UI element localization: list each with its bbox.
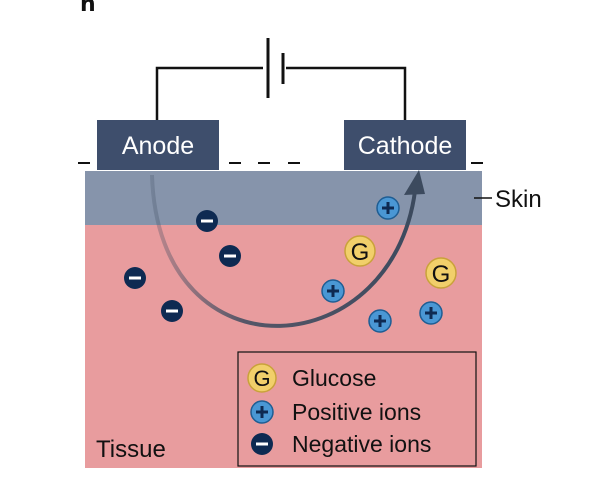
glucose-molecule: G xyxy=(344,235,376,267)
legend-positive-ion-icon xyxy=(250,400,274,424)
legend-negative-ion-icon xyxy=(251,433,273,455)
circuit-wire xyxy=(155,66,407,120)
battery-icon xyxy=(266,38,285,98)
positive-ion xyxy=(321,279,345,303)
cathode-label: Cathode xyxy=(358,132,453,160)
legend-glucose-label: Glucose xyxy=(292,365,376,391)
negative-ion xyxy=(219,245,241,267)
positive-ion xyxy=(376,196,400,220)
svg-text:G: G xyxy=(253,366,270,391)
anode-electrode: Anode xyxy=(97,120,219,170)
positive-ion xyxy=(419,301,443,325)
negative-ion xyxy=(196,210,218,232)
tissue-label: Tissue xyxy=(96,436,166,463)
panel-label: h xyxy=(80,0,96,17)
legend-glucose-icon: G xyxy=(247,363,277,393)
legend: G Glucose Positive ions Negative ions xyxy=(237,351,477,467)
cathode-electrode: Cathode xyxy=(344,120,466,170)
tissue-layer xyxy=(85,225,482,468)
positive-ion xyxy=(368,309,392,333)
skin-label: Skin xyxy=(495,186,542,213)
arrowhead-icon xyxy=(404,170,425,195)
current-flow-arrow xyxy=(150,174,418,328)
legend-negative-label: Negative ions xyxy=(292,431,431,457)
glucose-molecule: G xyxy=(425,257,457,289)
anode-label: Anode xyxy=(122,132,194,160)
svg-text:G: G xyxy=(432,261,451,288)
svg-text:G: G xyxy=(351,239,370,266)
negative-ion xyxy=(161,300,183,322)
legend-positive-label: Positive ions xyxy=(292,399,421,425)
skin-layer xyxy=(85,171,482,225)
negative-ion xyxy=(124,267,146,289)
